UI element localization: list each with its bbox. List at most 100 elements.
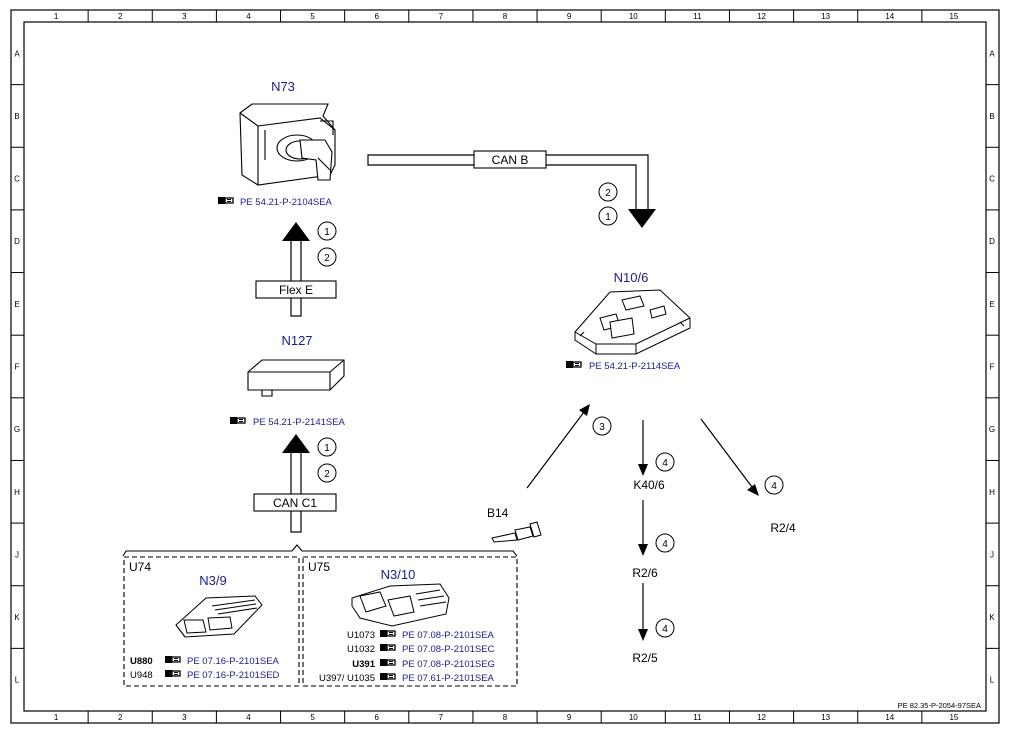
grid-col-label: 15 [949, 713, 958, 722]
grid-row-label: B [989, 112, 994, 121]
control-unit-icon [247, 359, 345, 397]
n73-ref: PE 54.21-P-2104SEA [240, 197, 333, 208]
grid-col-label: 7 [439, 713, 444, 722]
r2-6-label: R2/6 [632, 566, 658, 580]
grid-col-label: 9 [567, 713, 572, 722]
grid-col-label: 7 [439, 12, 444, 21]
signal-2-label: 2 [324, 253, 330, 264]
sam-output-lines [526, 411, 753, 630]
flex-e-bus: Flex E [255, 222, 337, 317]
signal-1-flexe: 1 [317, 221, 337, 241]
u75-row4-ref: PE 07.61-P-2101SEA [402, 673, 495, 684]
u74-row2-code: U948 [130, 670, 153, 681]
grid-row-label: D [989, 237, 995, 246]
u75-row2-code: U1032 [347, 644, 375, 655]
u75-row3-ref: PE 07.08-P-2101SEG [402, 659, 495, 670]
grid-col-label: 1 [54, 12, 59, 21]
grid-row-label: J [15, 550, 19, 559]
signal-1-canc1: 1 [317, 437, 337, 457]
grid-row-label: A [989, 49, 995, 58]
u75-row1-ref: PE 07.08-P-2101SEA [402, 630, 495, 641]
grid-row-label: G [14, 425, 20, 434]
grid-col-label: 14 [885, 12, 894, 21]
grid-col-label: 10 [629, 12, 638, 21]
signal-1-label: 1 [324, 227, 330, 238]
n10-6-component: N10/6 PE 54.21-P-2114SEA [565, 270, 691, 372]
u75-row2-ref: PE 07.08-P-2101SEC [402, 644, 495, 655]
grid-row-label: L [15, 676, 20, 685]
can-b-bus: CAN B [367, 150, 656, 228]
grid-col-label: 13 [821, 12, 830, 21]
u75-title: U75 [308, 560, 330, 574]
n73-label: N73 [271, 79, 295, 94]
n3-10-label: N3/10 [381, 567, 416, 582]
grid-col-label: 3 [182, 713, 187, 722]
signal-1-label: 1 [605, 212, 611, 223]
grid-row-label: F [990, 363, 995, 372]
grid-col-label: 5 [310, 713, 315, 722]
grid-row-label: F [15, 363, 20, 372]
grid-col-label: 11 [693, 713, 702, 722]
signal-4-r24: 4 [764, 475, 784, 495]
n3-9-label: N3/9 [199, 573, 226, 588]
grid-row-label: C [989, 175, 995, 184]
signal-2-canb: 2 [598, 182, 618, 202]
n127-component: N127 PE 54.21-P-2141SEA [229, 333, 346, 428]
grid-row-label: L [990, 676, 995, 685]
grid-row-label: H [989, 488, 995, 497]
u74-row1-ref: PE 07.16-P-2101SEA [187, 656, 280, 667]
grid-row-label: K [14, 613, 20, 622]
grid-labels: 1122334455667788991010111112121313141415… [14, 12, 995, 722]
grid-row-label: B [14, 112, 19, 121]
grid-ticks [11, 10, 999, 723]
u75-row1-code: U1073 [347, 630, 375, 641]
r2-4-label: R2/4 [770, 521, 796, 535]
ecu-bracket [122, 544, 518, 557]
grid-row-label: H [14, 488, 20, 497]
n127-ref: PE 54.21-P-2141SEA [253, 417, 346, 428]
signal-3-label: 3 [599, 422, 605, 433]
u74-row2-ref: PE 07.16-P-2101SED [187, 670, 280, 681]
grid-col-label: 15 [949, 12, 958, 21]
footer-ref: PE 82.35-P-2054-97SEA [898, 701, 981, 710]
sam-module-icon [574, 289, 691, 355]
grid-col-label: 10 [629, 713, 638, 722]
grid-col-label: 9 [567, 12, 572, 21]
b14-component: B14 [487, 506, 542, 543]
signal-4-label: 4 [662, 624, 668, 635]
grid-col-label: 8 [503, 12, 508, 21]
signal-1-label: 1 [324, 443, 330, 454]
grid-col-label: 1 [54, 713, 59, 722]
arrowheads [579, 404, 759, 641]
signal-1-canb: 1 [598, 206, 618, 226]
grid-col-label: 6 [375, 713, 380, 722]
u75-row3-code: U391 [352, 659, 375, 670]
u74-row1-code: U880 [130, 656, 153, 667]
frame [10, 9, 1000, 724]
signal-4-r26: 4 [655, 533, 675, 553]
engine-ecu-icon [351, 583, 450, 627]
grid-col-label: 14 [885, 713, 894, 722]
grid-col-label: 6 [375, 12, 380, 21]
signal-4-label: 4 [771, 481, 777, 492]
grid-row-label: C [14, 175, 20, 184]
grid-row-label: J [990, 550, 994, 559]
grid-col-label: 11 [693, 12, 702, 21]
r2-5-label: R2/5 [632, 651, 658, 665]
grid-row-label: E [14, 300, 19, 309]
k40-6-label: K40/6 [633, 478, 665, 492]
grid-col-label: 13 [821, 713, 830, 722]
u75-row4-code: U397/ U1035 [319, 673, 375, 684]
u74-box: U74 N3/9 U880 PE 07.16-P-2101SEA U948 PE… [123, 556, 300, 687]
n127-label: N127 [281, 333, 312, 348]
signal-4-k40: 4 [655, 452, 675, 472]
signal-4-r25: 4 [655, 618, 675, 638]
grid-row-label: D [14, 237, 20, 246]
grid-col-label: 2 [118, 713, 123, 722]
can-b-label: CAN B [492, 153, 529, 167]
n73-component: N73 PE 54.21-P-2104SEA [217, 79, 336, 208]
u75-box: U75 N3/10 U1073 PE 07.08-P-2101SEA U1032… [302, 556, 518, 687]
ignition-lock-icon [239, 103, 336, 186]
grid-row-label: G [989, 425, 995, 434]
grid-row-label: A [14, 49, 20, 58]
